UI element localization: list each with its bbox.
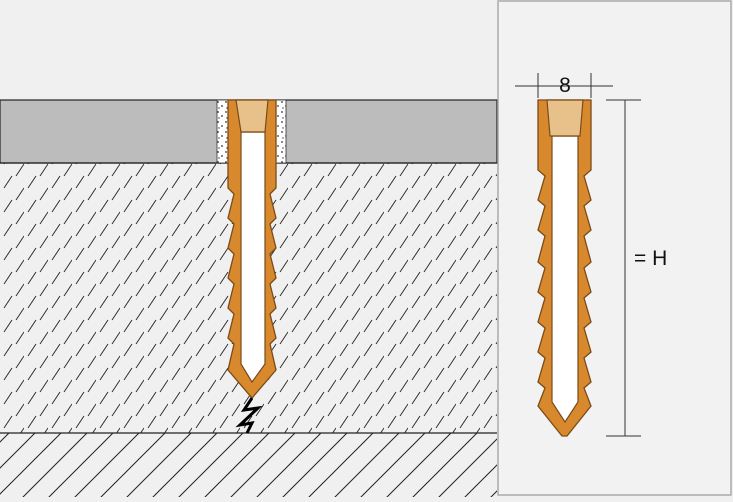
crack-symbol [235, 397, 263, 434]
detail-panel [497, 0, 732, 496]
air-background [0, 0, 497, 100]
installed-anchor-bore [240, 131, 266, 384]
detail-anchor-bore [551, 135, 579, 424]
installed-anchor [227, 99, 277, 399]
height-dimension: = H [606, 99, 667, 437]
detail-anchor-cap [546, 99, 584, 137]
foam-fill-left [216, 99, 229, 164]
detail-anchor [537, 99, 592, 437]
base-layer [0, 433, 497, 497]
height-label: = H [634, 247, 667, 270]
width-label: 8 [559, 74, 571, 97]
installed-anchor-cap [235, 99, 269, 133]
width-dimension: 8 [515, 73, 613, 98]
